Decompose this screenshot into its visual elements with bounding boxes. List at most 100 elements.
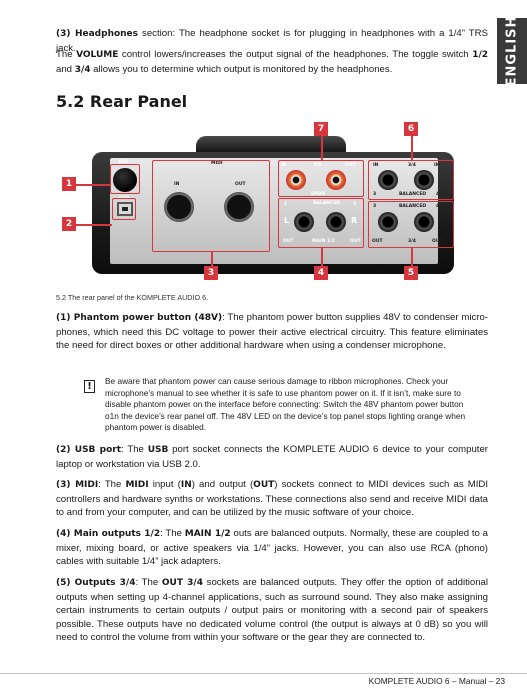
leader-6 [411, 136, 413, 160]
section-title: 5.2 Rear Panel [56, 92, 188, 111]
label-out-ch3: 3 [373, 204, 377, 209]
body-text: : The [160, 528, 185, 539]
label-spdif: SPDIF [311, 192, 327, 197]
bold-term: OUT [253, 480, 275, 490]
body-text: : The [135, 577, 162, 588]
label-midi: MIDI [211, 161, 223, 166]
leader-3 [211, 252, 213, 266]
highlight-inputs-3-4 [368, 160, 454, 200]
bold-term: (4) Main outputs 1/2 [56, 529, 161, 539]
bold-term: MAIN 1/2 [184, 529, 231, 539]
bold-term: (3) MIDI [56, 480, 99, 490]
bold-term: (1) Phantom power button (48V) [56, 313, 223, 323]
body-text: sockets are balanced outputs. They offer… [56, 577, 489, 644]
body-text: ) and output ( [191, 479, 254, 490]
main-outputs-paragraph: (4) Main outputs 1/2: The MAIN 1/2 outs … [56, 527, 488, 569]
label-48v: 48V [118, 160, 128, 165]
highlight-48v [110, 164, 140, 194]
body-text: control lowers/increases the output sign… [118, 49, 473, 60]
bold-term: (2) USB port [56, 445, 122, 455]
label-left: L [284, 216, 290, 225]
label-main-out-r: OUT [350, 239, 361, 244]
callout-5: 5 [404, 266, 418, 280]
body-text: and [56, 63, 75, 75]
language-tab-label: ENGLISH [504, 15, 520, 87]
usb-paragraph: (2) USB port: The USB port socket connec… [56, 443, 488, 471]
highlight-usb [112, 198, 136, 220]
bold-term: MIDI [125, 480, 149, 490]
label-out-3: OUT [372, 239, 383, 244]
label-midi-out: OUT [235, 182, 246, 187]
label-in-ch3: 3 [373, 192, 377, 197]
label-spdif-out: OUT [345, 163, 356, 168]
body-text: outs are balanced outputs. Normally, the… [56, 528, 489, 568]
outputs-3-4-paragraph: (5) Outputs 3/4: The OUT 3/4 sockets are… [56, 576, 488, 645]
bold-term: 3/4 [74, 64, 91, 75]
callout-7: 7 [314, 122, 328, 136]
leader-7 [321, 136, 323, 160]
main-out-left-jack [294, 212, 314, 232]
label-main-out-l: OUT [283, 239, 294, 244]
label-spdif-in: IN [281, 163, 287, 168]
body-text: : The [121, 444, 148, 455]
figure-caption: 5.2 The rear panel of the KOMPLETE AUDIO… [56, 293, 209, 302]
label-ch2: 2 [353, 202, 357, 207]
bold-term: OUT 3/4 [161, 578, 203, 588]
body-text: : The phantom power button supplies 48V … [56, 312, 488, 352]
midi-out-socket [224, 192, 254, 222]
label-in-4: IN [434, 163, 440, 168]
warning-icon: ! [84, 380, 95, 393]
midi-in-socket [164, 192, 194, 222]
leader-5 [411, 248, 413, 266]
highlight-midi [152, 160, 270, 252]
label-5-6: 5/6 [314, 163, 322, 168]
body-text: ) sockets connect to MIDI devices such a… [56, 479, 488, 519]
leader-2 [76, 224, 112, 226]
midi-paragraph: (3) MIDI: The MIDI input (IN) and output… [56, 478, 488, 520]
input-3-jack [378, 170, 398, 190]
device-top-edge [196, 136, 346, 154]
phantom-power-paragraph: (1) Phantom power button (48V): The phan… [56, 311, 488, 353]
label-in-3-4: 3/4 [408, 163, 416, 168]
highlight-spdif [278, 160, 364, 197]
label-in-3: IN [373, 163, 379, 168]
bold-term: USB [147, 445, 169, 455]
input-4-jack [414, 170, 434, 190]
page-footer: KOMPLETE AUDIO 6 – Manual – 23 [368, 676, 505, 686]
spdif-in-socket [286, 170, 306, 190]
body-text: section: The headphone socket is for plu… [56, 28, 488, 54]
callout-4: 4 [314, 266, 328, 280]
label-balanced-main: BALANCED [313, 201, 341, 206]
label-out-ch4: 4 [436, 204, 440, 209]
callout-3: 3 [204, 266, 218, 280]
headphones-paragraph: (3) Headphones section: The headphone so… [56, 27, 488, 55]
label-main-1-2: MAIN 1/2 [312, 239, 335, 244]
bold-term: (5) Outputs 3/4 [56, 578, 136, 588]
output-4-jack [414, 212, 434, 232]
spdif-out-socket [326, 170, 346, 190]
label-balanced-out: BALANCED [399, 204, 427, 209]
body-text: : The [98, 479, 126, 490]
callout-2: 2 [62, 217, 76, 231]
label-midi-in: IN [174, 182, 180, 187]
highlight-main-outs [278, 198, 364, 248]
bold-term: 1/2 [472, 50, 488, 60]
leader-1 [76, 184, 110, 186]
rear-panel-figure: 48V USB MIDI IN OUT IN 5/6 OUT SPDIF BAL… [56, 120, 488, 288]
usb-port [117, 202, 133, 216]
body-text: The [56, 49, 77, 60]
label-out-3-4: 3/4 [408, 239, 416, 244]
main-out-right-jack [326, 212, 346, 232]
footer-divider [0, 673, 527, 674]
label-balanced-in: BALANCED [399, 192, 427, 197]
volume-paragraph: The VOLUME control lowers/increases the … [56, 48, 488, 77]
label-out-4: OUT [432, 239, 443, 244]
leader-4 [321, 248, 323, 266]
body-text: allows you to determine which output is … [90, 63, 393, 75]
body-text: port socket connects the KOMPLETE AUDIO … [56, 444, 488, 470]
warning-note: Be aware that phantom power can cause se… [105, 376, 466, 433]
label-ch1: 1 [284, 202, 288, 207]
bold-term: IN [180, 480, 192, 490]
bold-term: VOLUME [76, 50, 119, 60]
